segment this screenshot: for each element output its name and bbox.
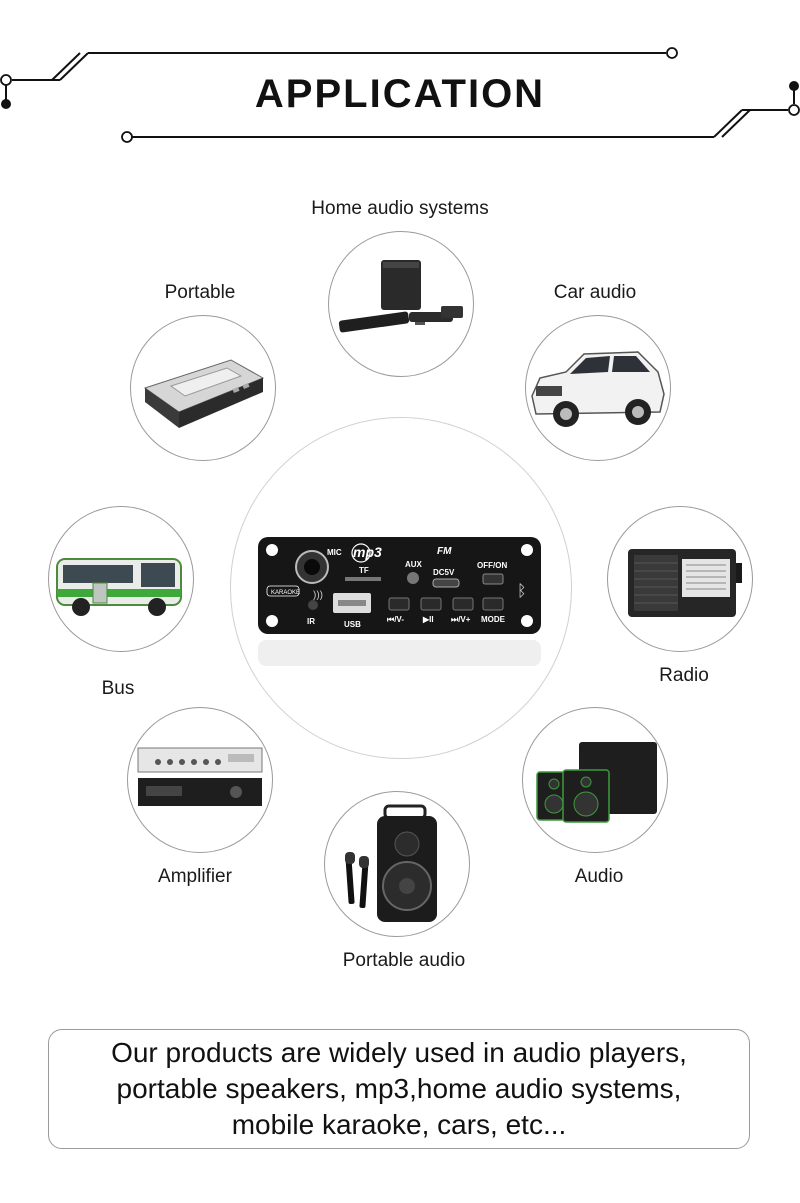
bus-icon xyxy=(56,558,182,616)
circle-bus xyxy=(48,506,194,652)
amplifier-icon xyxy=(137,747,263,806)
circle-portable-audio xyxy=(324,791,470,937)
circle-radio xyxy=(607,506,753,652)
label-audio: Audio xyxy=(574,866,624,887)
fm-label: FM xyxy=(437,546,452,557)
page-title: APPLICATION xyxy=(254,72,546,116)
circle-portable xyxy=(130,315,276,461)
party-speaker-icon xyxy=(345,804,437,922)
suv-car-icon xyxy=(531,351,665,427)
studio-monitors-icon xyxy=(536,742,657,823)
usage-note-text: Our products are widely used in audio pl… xyxy=(59,1035,739,1143)
karaoke-label: KARAOKE xyxy=(271,590,300,596)
usb-label: USB xyxy=(344,620,361,629)
usage-note-box: Our products are widely used in audio pl… xyxy=(48,1029,750,1149)
play-label: ▶II xyxy=(422,615,434,624)
aux-label: AUX xyxy=(405,560,423,569)
ir-wave-icon: ))) xyxy=(313,590,323,601)
label-car-audio: Car audio xyxy=(553,282,637,303)
dc5v-label: DC5V xyxy=(433,568,455,577)
soundbar-icon xyxy=(338,260,463,333)
label-radio: Radio xyxy=(659,665,709,686)
label-portable: Portable xyxy=(164,282,236,303)
circle-home-audio xyxy=(328,231,474,377)
usage-note-line-3: mobile karaoke, cars, etc... xyxy=(231,1109,567,1140)
label-portable-audio: Portable audio xyxy=(342,950,466,971)
prev-label: ⏮/V- xyxy=(387,615,404,624)
circle-car-audio xyxy=(525,315,671,461)
label-home-audio: Home audio systems xyxy=(311,198,489,219)
mic-label: MIC xyxy=(327,548,342,557)
tf-label: TF xyxy=(359,566,369,575)
radio-icon xyxy=(628,549,742,617)
usage-note-line-2: portable speakers, mp3,home audio system… xyxy=(116,1073,682,1104)
usage-note-line-1: Our products are widely used in audio pl… xyxy=(111,1037,687,1068)
next-label: ⏭/V+ xyxy=(451,615,471,624)
label-amplifier: Amplifier xyxy=(158,866,232,887)
mp3-module-image: MIC mp3 TF FM AUX DC5V OFF/ON ᛒ KARAOKE … xyxy=(258,537,541,666)
bluetooth-icon: ᛒ xyxy=(517,583,527,600)
offon-label: OFF/ON xyxy=(477,561,507,570)
mp3-logo: mp3 xyxy=(353,544,382,560)
circle-amplifier xyxy=(127,707,273,853)
cassette-player-icon xyxy=(143,359,265,428)
ir-label: IR xyxy=(307,617,315,626)
header-decoration xyxy=(0,47,800,143)
label-bus: Bus xyxy=(101,678,135,699)
circle-audio xyxy=(522,707,668,853)
mode-label: MODE xyxy=(481,615,506,624)
